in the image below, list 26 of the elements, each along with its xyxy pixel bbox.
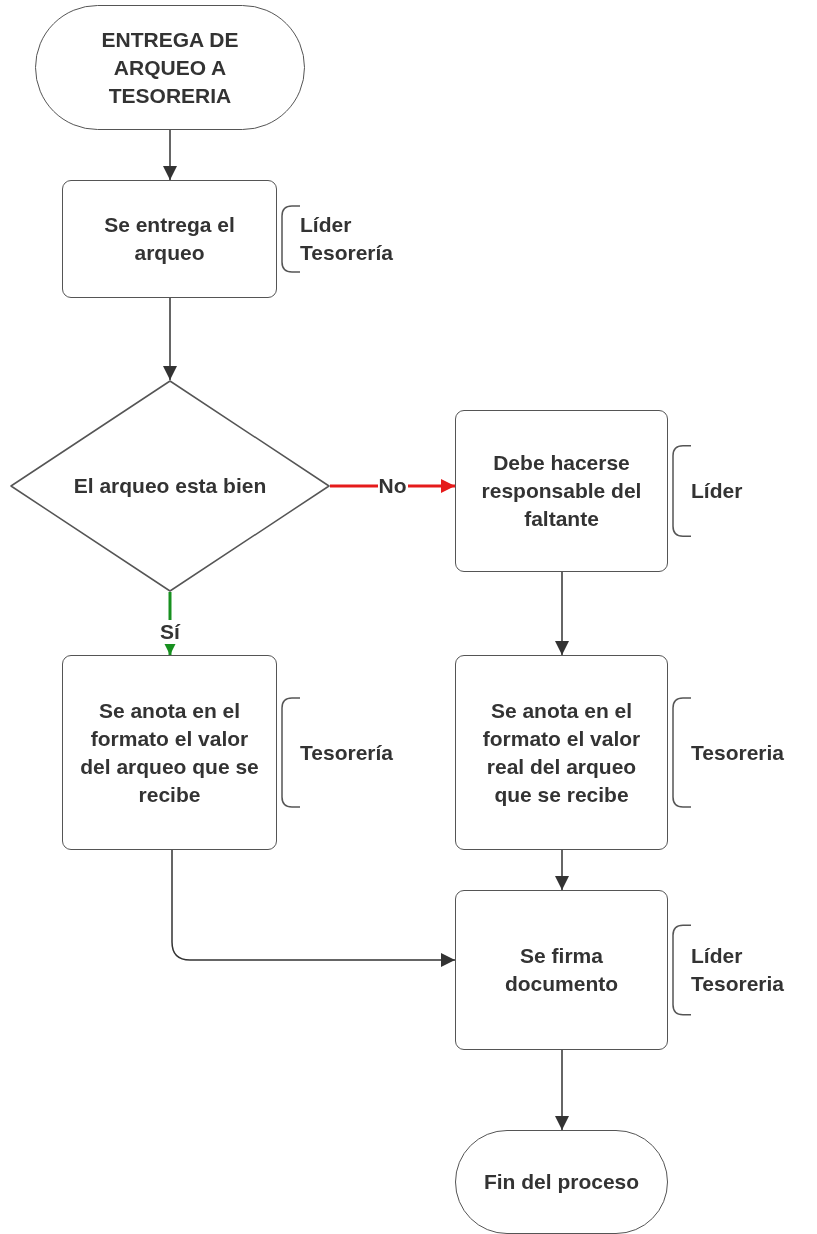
- node-text: Se anota en el formato el valor real del arqueo que se recibe: [481, 697, 642, 808]
- arrow: [555, 1049, 569, 1131]
- edge-label: Sí: [159, 619, 181, 644]
- process-box: [62, 655, 277, 850]
- arrow: [555, 571, 569, 656]
- arrow: [555, 849, 569, 891]
- role-label: Líder Tesoreria: [691, 943, 785, 997]
- role-label: Líder Tesorería: [300, 212, 394, 266]
- node-text: Fin del proceso: [483, 1169, 640, 1195]
- arrow: [163, 297, 177, 381]
- node-text: Se anota en el formato el valor del arqueo que se recibe: [79, 697, 260, 808]
- role-label: Tesorería: [300, 739, 394, 766]
- process-box: [62, 180, 277, 298]
- node-text: ENTREGA DE ARQUEO A TESORERIA: [100, 26, 240, 109]
- role-label: Líder: [691, 478, 744, 504]
- node-text: Debe hacerse responsable del faltante: [480, 450, 643, 532]
- role-label: Tesoreria: [691, 739, 785, 766]
- node-text: El arqueo esta bien: [73, 473, 267, 499]
- decision-diamond: [10, 380, 330, 592]
- arrow: [171, 849, 456, 967]
- node-text: Se entrega el arqueo: [103, 212, 236, 266]
- process-box: [455, 890, 668, 1050]
- process-box: [455, 655, 668, 850]
- process-box: [455, 410, 668, 572]
- arrow: [163, 129, 177, 181]
- node-text: Se firma documento: [503, 943, 620, 997]
